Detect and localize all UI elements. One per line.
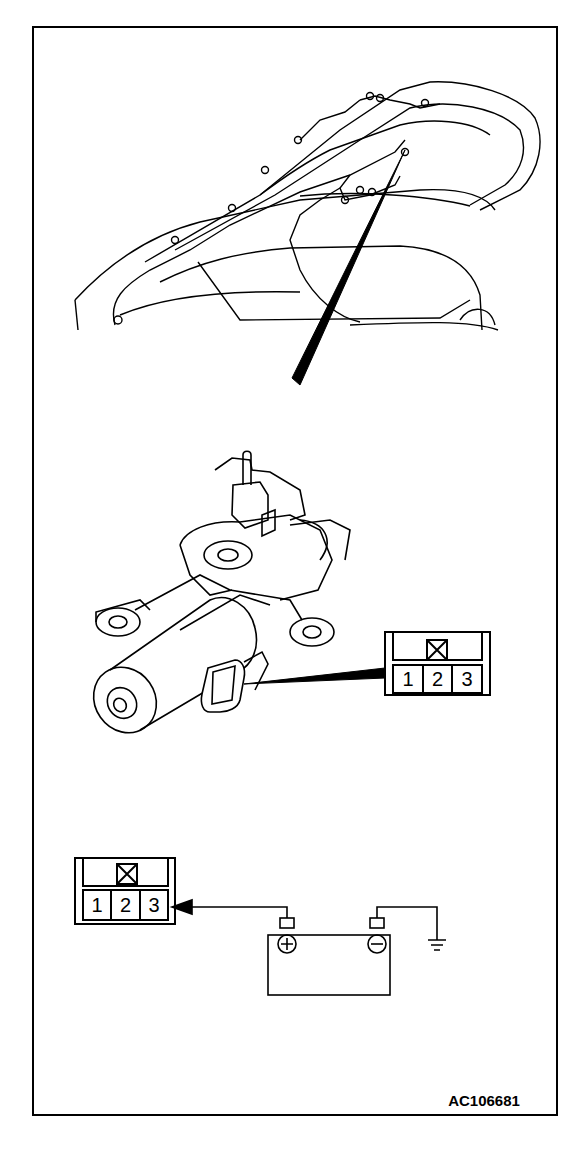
arrowhead	[172, 900, 192, 914]
battery-symbol	[268, 907, 446, 995]
ground-symbol	[428, 940, 446, 950]
pin-number: 1	[402, 669, 413, 689]
pin-number: 2	[120, 895, 131, 915]
pin-number: 3	[461, 669, 472, 689]
connector-face	[75, 858, 175, 924]
wiper-motor	[81, 451, 350, 745]
frame	[33, 27, 557, 1115]
pin-number: 1	[91, 895, 102, 915]
leader-wedge	[244, 668, 385, 684]
figure-code: AC106681	[448, 1093, 520, 1108]
wire	[186, 907, 287, 918]
leader-wedge	[292, 150, 405, 385]
pin-number: 2	[432, 669, 443, 689]
pin-number: 3	[148, 895, 159, 915]
connector-face	[385, 632, 490, 695]
car-liftgate	[75, 82, 540, 330]
